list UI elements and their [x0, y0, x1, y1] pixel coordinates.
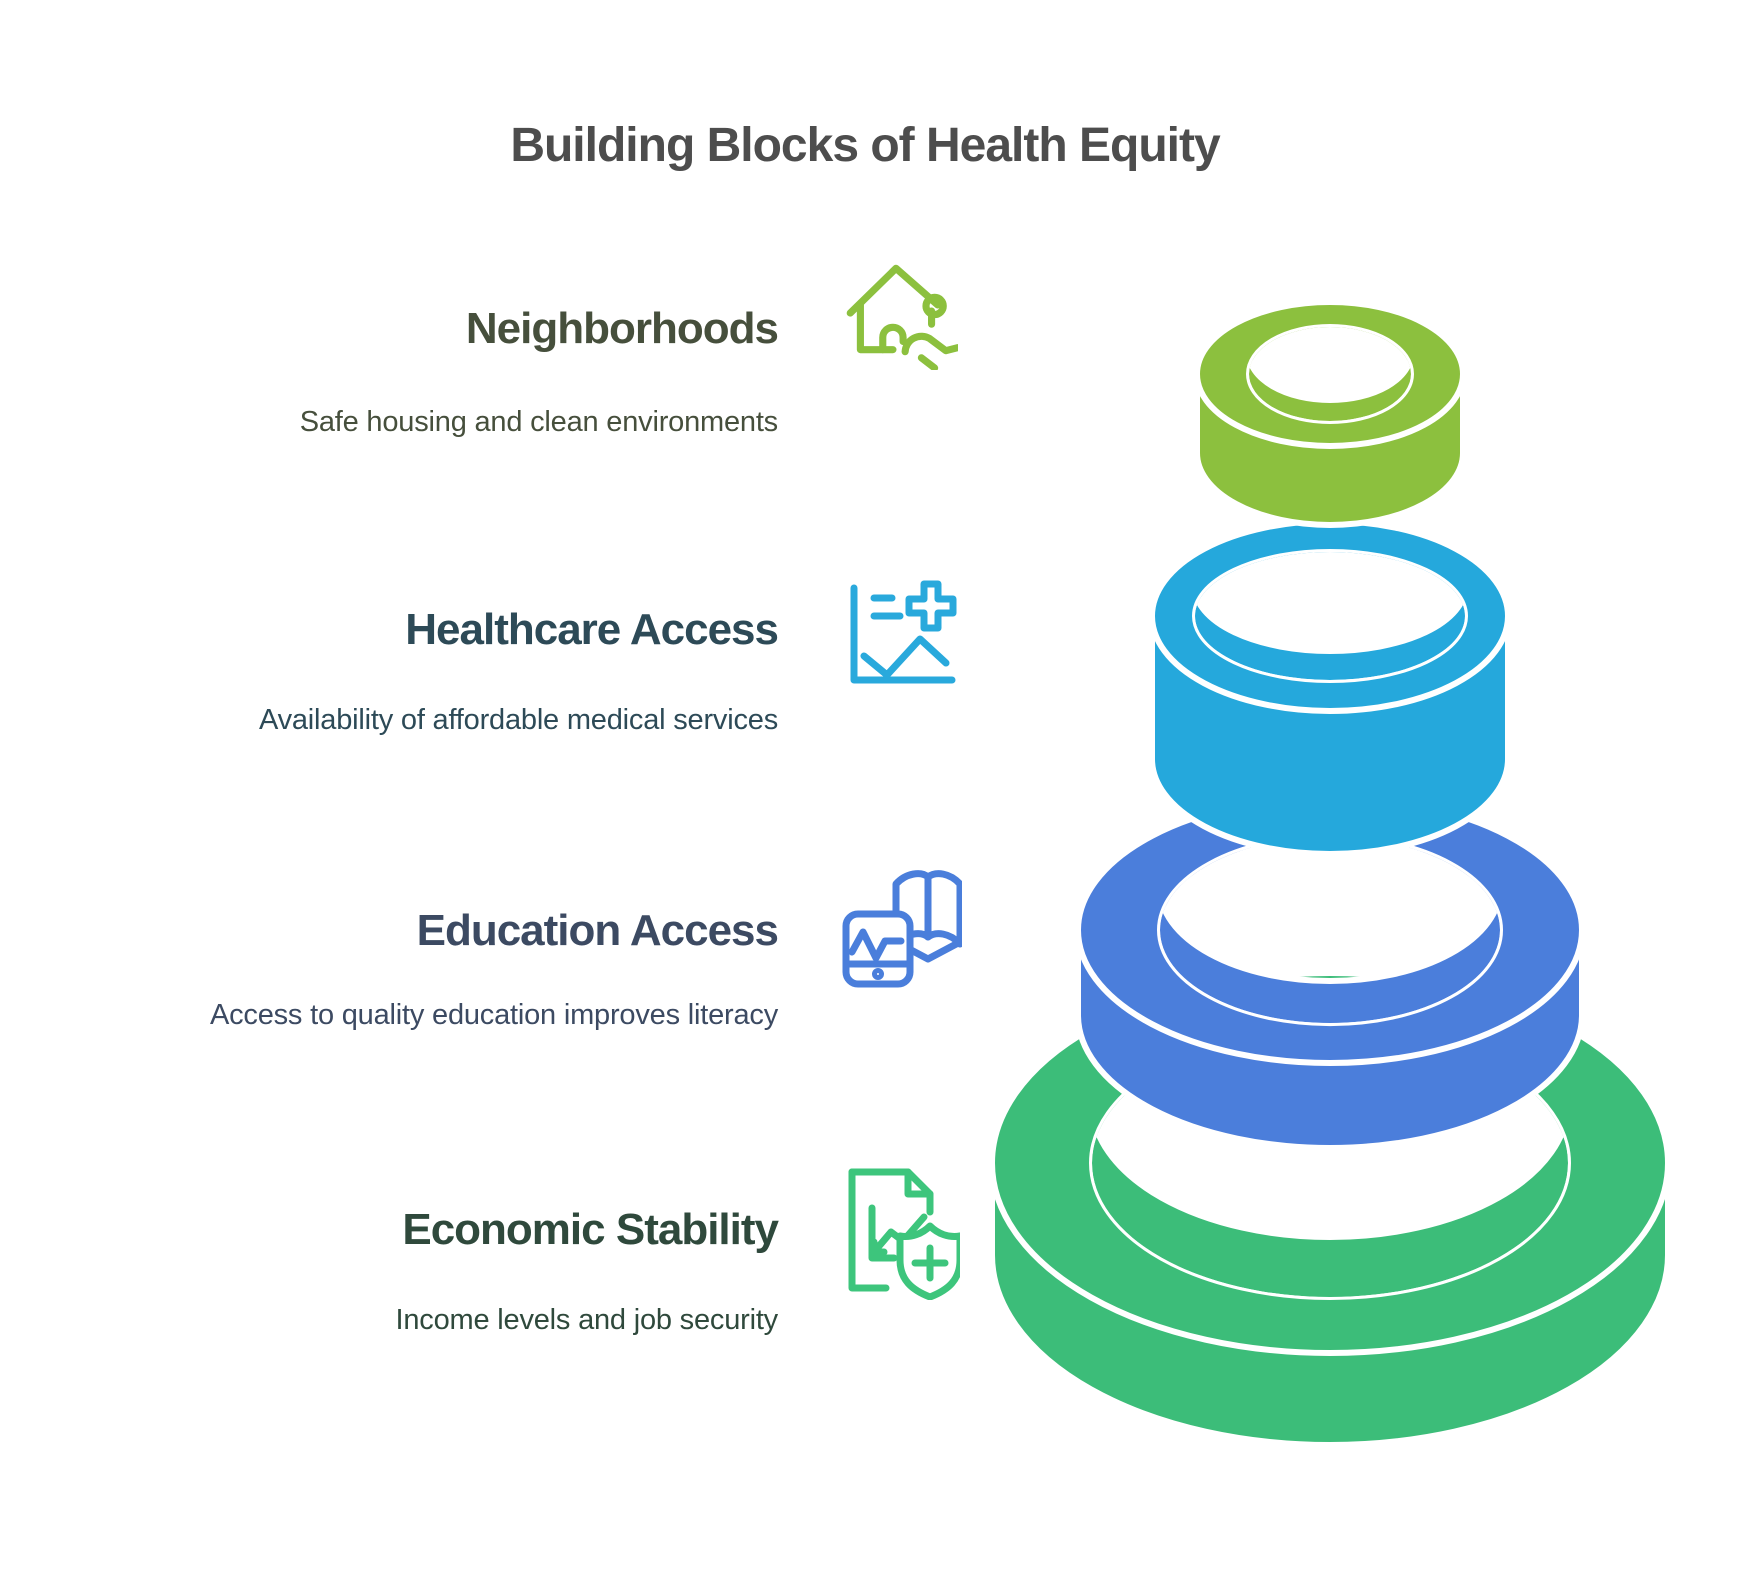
chart-medical-cross-icon: [850, 580, 957, 684]
section-heading-neighborhoods: Neighborhoods: [465, 304, 779, 353]
ring-education: [1075, 794, 1585, 1151]
page-title: Building Blocks of Health Equity: [510, 119, 1220, 172]
ring-neighborhoods: [1194, 299, 1466, 528]
ring-economic: [989, 970, 1671, 1448]
section-description-economic-stability: Income levels and job security: [395, 1304, 779, 1336]
ring-healthcare: [1149, 518, 1511, 857]
section-description-neighborhoods: Safe housing and clean environments: [299, 406, 778, 438]
house-person-icon: [846, 264, 958, 370]
section-heading-economic-stability: Economic Stability: [402, 1205, 779, 1254]
section-heading-healthcare-access: Healthcare Access: [405, 605, 779, 654]
section-heading-education-access: Education Access: [416, 906, 779, 955]
section-description-education-access: Access to quality education improves lit…: [209, 999, 778, 1031]
document-shield-plus-icon: [848, 1168, 960, 1300]
phone-open-book-icon: [842, 870, 962, 988]
section-description-healthcare-access: Availability of affordable medical servi…: [258, 704, 778, 736]
